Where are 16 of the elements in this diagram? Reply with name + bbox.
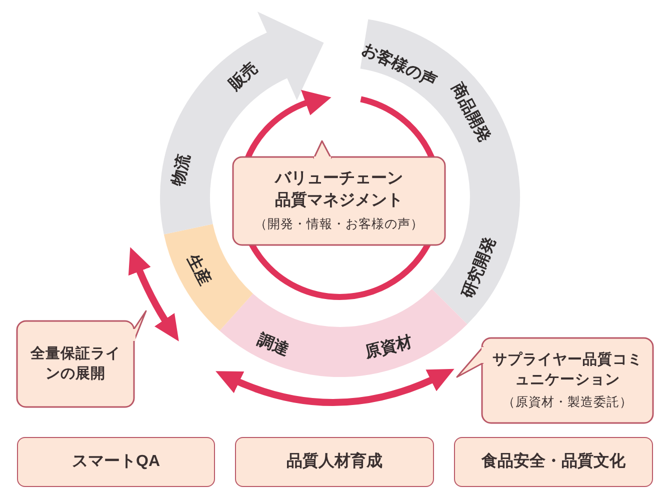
bubble-note: （原資材・製造委託） — [502, 394, 632, 410]
ring-label: 商品開発 — [448, 81, 492, 145]
ring-label: 販売 — [226, 60, 262, 94]
ring-label: 研究開発 — [460, 235, 500, 301]
bubble-title: バリューチェーン品質マネジメント — [274, 169, 404, 211]
topic-box: スマートQA — [17, 437, 215, 487]
bubble-title: サプライヤー品質コミュニケーション — [492, 350, 644, 390]
ring-label: 原資材 — [364, 334, 414, 362]
bubble-title: 全量保証ラインの展開 — [29, 344, 122, 384]
ring-label: 調達 — [255, 332, 291, 360]
ring-label: 物流 — [170, 152, 194, 188]
bubble-note: （開発・情報・お客様の声） — [254, 216, 424, 233]
ring-label: お客様の声 — [359, 42, 439, 90]
topic-box: 食品安全・品質文化 — [454, 437, 653, 487]
topic-box: 品質人材育成 — [235, 437, 434, 487]
ring-label: 生産 — [183, 252, 213, 288]
